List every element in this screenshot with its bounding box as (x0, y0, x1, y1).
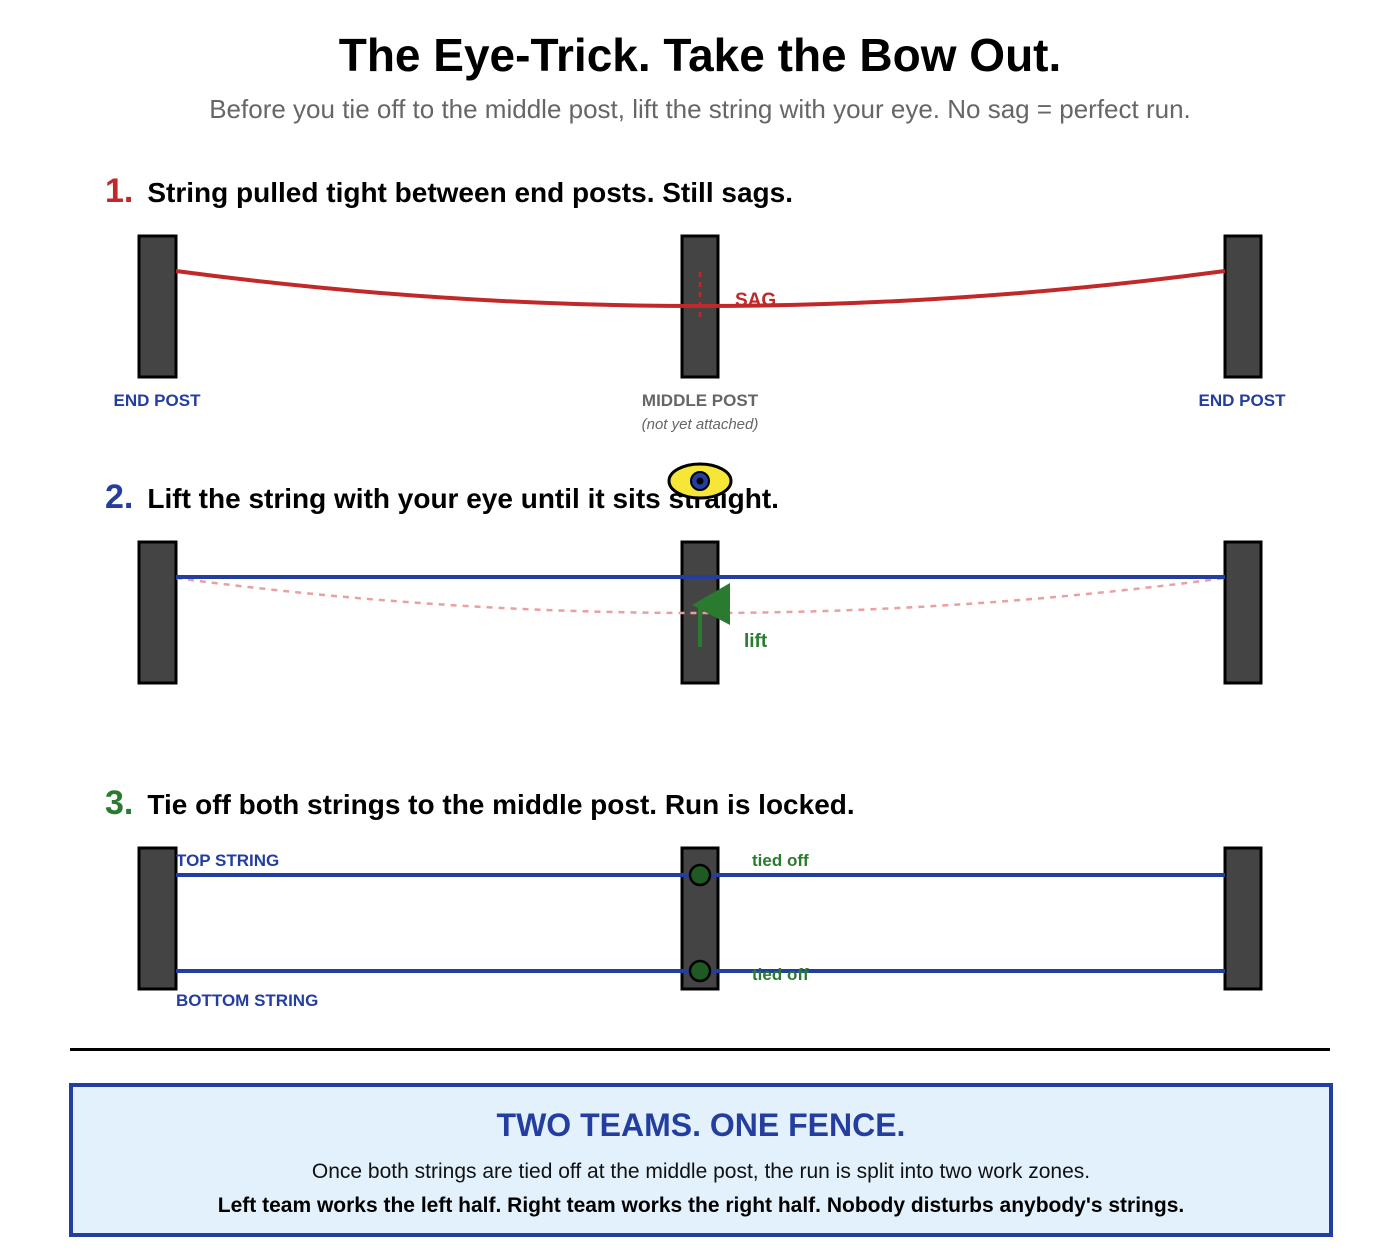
callout-line-1: Once both strings are tied off at the mi… (311, 1160, 1091, 1183)
callout-title: TWO TEAMS. ONE FENCE. (496, 1107, 906, 1143)
eye-icon (667, 462, 733, 500)
step-1-number: 1. (105, 172, 134, 210)
bottom-tie-label: tied off (752, 965, 809, 984)
callout-line-2: Left team works the left half. Right tea… (217, 1194, 1185, 1217)
step-3-number: 3. (105, 784, 134, 822)
diagram-1: SAG END POST MIDDLE POST (not yet attach… (114, 234, 1287, 433)
end-post-right (1223, 846, 1263, 991)
end-post-right (1223, 540, 1263, 685)
top-string-label: TOP STRING (176, 851, 279, 870)
end-post-right-label: END POST (1199, 391, 1287, 410)
sag-label: SAG (735, 290, 776, 311)
top-tie-knot (688, 863, 712, 887)
step-3-text: Tie off both strings to the middle post.… (147, 789, 855, 820)
step-2-heading: 2.Lift the string with your eye until it… (105, 478, 779, 517)
end-post-right (1223, 234, 1263, 379)
diagram-2: lift (137, 540, 1263, 685)
teams-callout: TWO TEAMS. ONE FENCE. Once both strings … (69, 1083, 1333, 1237)
end-post-left (137, 234, 178, 379)
step-1-heading: 1. String pulled tight between end posts.… (105, 172, 793, 211)
step-2-number: 2. (105, 478, 134, 516)
middle-post-note: (not yet attached) (642, 416, 759, 433)
end-post-left (137, 540, 178, 685)
step-3-heading: 3. Tie off both strings to the middle pos… (105, 784, 855, 823)
bottom-tie-knot (688, 959, 712, 983)
lift-label: lift (744, 631, 768, 652)
end-post-left-label: END POST (114, 391, 202, 410)
end-post-left (137, 846, 178, 991)
lift-arrow-head (692, 583, 730, 625)
bottom-string-label: BOTTOM STRING (176, 991, 318, 1010)
top-tie-label: tied off (752, 851, 809, 870)
step-1-text: String pulled tight between end posts. S… (147, 177, 793, 208)
page-subtitle: Before you tie off to the middle post, l… (209, 94, 1191, 124)
middle-post-label: MIDDLE POST (642, 391, 759, 410)
section-divider (70, 1048, 1330, 1051)
page-title: The Eye-Trick. Take the Bow Out. (338, 29, 1062, 81)
diagram-3: TOP STRING BOTTOM STRING tied off tied o… (137, 846, 1263, 1010)
